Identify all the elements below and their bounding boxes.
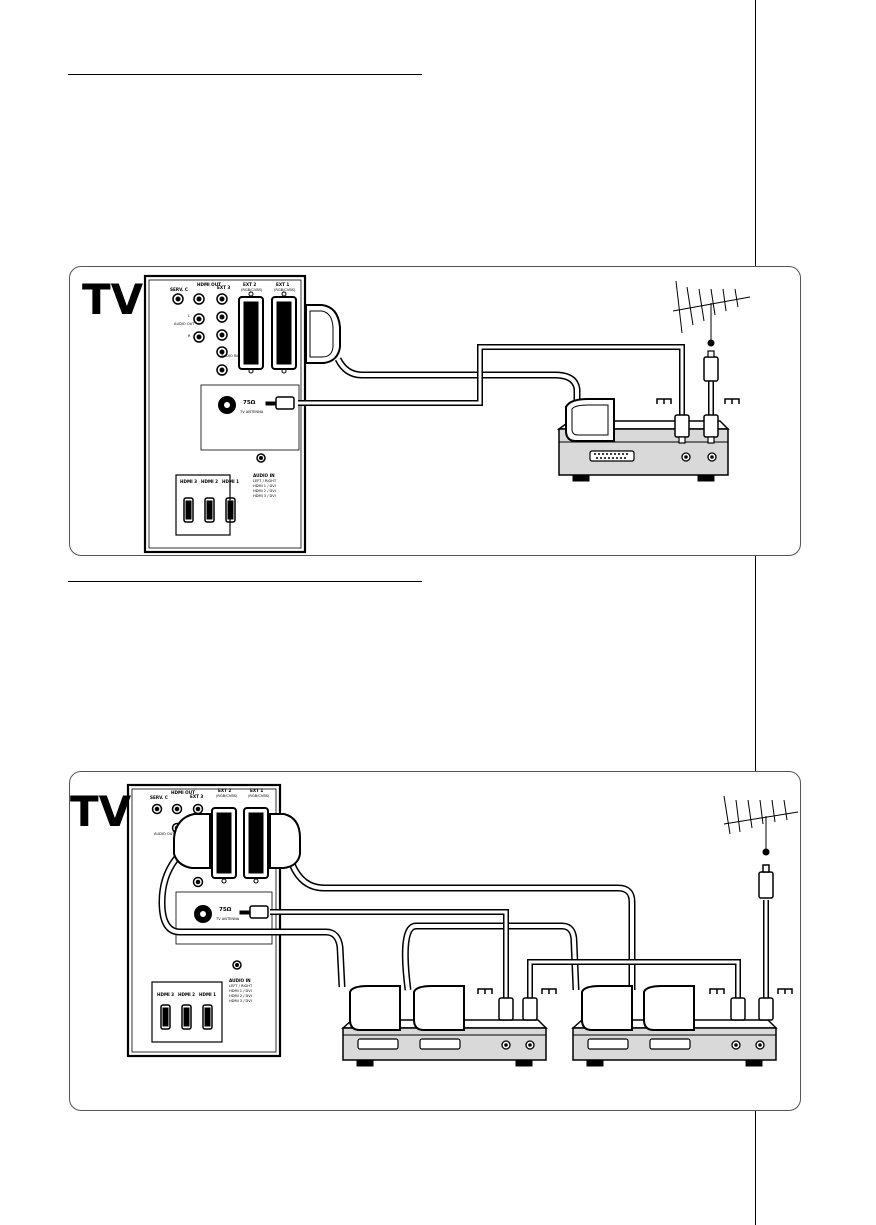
label-r: R bbox=[188, 334, 191, 338]
label-hdmi-out-2: HDMI OUT bbox=[171, 790, 195, 795]
scart-socket-ext2-2 bbox=[211, 807, 237, 884]
label-audio-in-2b-line-2: HDMI 1 / DVI bbox=[229, 989, 252, 993]
scart-socket-ext1 bbox=[271, 291, 297, 374]
hdmi-sockets-2 bbox=[160, 1004, 213, 1030]
label-ext1-sub-2: (RGB/CVBS) bbox=[248, 794, 270, 798]
label-audio-in-line-4: HDMI 3 / DVI bbox=[253, 494, 276, 498]
label-audio-out: AUDIO OUT bbox=[174, 322, 195, 326]
cable-scart-ext2 bbox=[158, 849, 346, 988]
label-svideo-2: SERV. C bbox=[150, 795, 168, 800]
coax-plugs-recorders bbox=[498, 864, 774, 1021]
scart-socket-ext1-2 bbox=[243, 807, 269, 884]
page-margin-line bbox=[755, 0, 756, 1225]
label-hdmi3: HDMI 3 bbox=[180, 479, 197, 484]
diagram-2-two-recorders: TV SERV. C HDMI OUT EXT 3 EXT 2 (RGB/CVB… bbox=[69, 771, 801, 1111]
coax-plug-recorder-in bbox=[703, 350, 719, 444]
label-l: L bbox=[188, 314, 190, 318]
rca-jacks-2 bbox=[151, 803, 242, 970]
label-audio-in-2b-line-3: HDMI 2 / DVI bbox=[229, 994, 252, 998]
antenna-symbol-right bbox=[724, 398, 740, 404]
scart-socket-ext2 bbox=[238, 291, 264, 374]
tv-rear-panel-2 bbox=[126, 783, 282, 1058]
label-audio-in-2: AUDIO IN bbox=[253, 473, 275, 478]
label-ext1: EXT 1 bbox=[276, 282, 289, 287]
label-audio-in: AUDIO IN bbox=[221, 354, 238, 358]
label-audio-in-2b-line-4: HDMI 3 / DVI bbox=[229, 999, 252, 1003]
label-audio-in-2b: AUDIO IN bbox=[229, 978, 251, 983]
tv-label-2: TV bbox=[70, 787, 132, 836]
coax-plug-tv-2 bbox=[239, 905, 269, 919]
label-ext1-2: EXT 1 bbox=[250, 788, 263, 793]
antenna-symbol-left bbox=[656, 398, 672, 404]
cable-scart-recorders bbox=[401, 922, 580, 991]
label-hdmi-out: HDMI OUT bbox=[197, 282, 221, 287]
coax-plug-tv bbox=[265, 396, 295, 410]
label-ext2-2: EXT 2 bbox=[218, 788, 231, 793]
cable-antenna-2 bbox=[270, 900, 769, 998]
recorder-device-2 bbox=[571, 1019, 778, 1067]
label-hdmi1: HDMI 1 bbox=[222, 479, 239, 484]
tv-label: TV bbox=[82, 275, 144, 324]
cable-antenna bbox=[298, 344, 685, 415]
scart-plugs-recorders bbox=[349, 985, 695, 1031]
label-ext2: EXT 2 bbox=[243, 282, 256, 287]
label-audio-in-line-2: HDMI 1 / DVI bbox=[253, 484, 276, 488]
coax-plug-recorder-out bbox=[674, 414, 690, 444]
label-ext2-sub: (RGB/CVBS) bbox=[241, 288, 263, 292]
antenna-socket-2 bbox=[194, 905, 212, 923]
aerial-icon-2 bbox=[723, 795, 799, 856]
label-audio-in-line-1: LEFT / RIGHT bbox=[253, 479, 277, 483]
scart-plug-tv-side bbox=[305, 304, 341, 364]
label-ext3: EXT 3 bbox=[217, 285, 230, 290]
aerial-icon bbox=[672, 280, 751, 347]
label-audio-in-line-3: HDMI 2 / DVI bbox=[253, 489, 276, 493]
tv-rear-panel bbox=[143, 274, 307, 554]
label-tv-antenna-2: TV ANTENNA bbox=[215, 917, 240, 921]
scart-plug-recorder bbox=[565, 398, 615, 442]
cable-scart-ext1 bbox=[288, 862, 636, 990]
hdmi-sockets bbox=[183, 497, 236, 523]
antenna-socket bbox=[218, 396, 236, 414]
label-tv-antenna: TV ANTENNA bbox=[239, 410, 264, 414]
label-hdmi2-2: HDMI 2 bbox=[178, 992, 195, 997]
label-ext3-2: EXT 3 bbox=[190, 794, 203, 799]
diagram-1-single-recorder: TV SERV. C HDMI OUT EXT 3 EXT 2 (RGB/CVB… bbox=[69, 266, 801, 556]
label-hdmi2: HDMI 2 bbox=[201, 479, 218, 484]
label-75ohm: 75Ω bbox=[243, 400, 256, 406]
scart-plugs-tv-side-2 bbox=[173, 813, 301, 869]
label-hdmi1-2: HDMI 1 bbox=[199, 992, 216, 997]
label-svideo: SERV. C bbox=[170, 287, 188, 292]
label-75ohm-2: 75Ω bbox=[219, 907, 232, 913]
section-rule-2 bbox=[68, 581, 422, 582]
label-hdmi3-2: HDMI 3 bbox=[157, 992, 174, 997]
label-ext2-sub-2: (RGB/CVBS) bbox=[216, 794, 238, 798]
antenna-symbols-2 bbox=[477, 988, 793, 994]
label-audio-in-2b-line-1: LEFT / RIGHT bbox=[229, 984, 253, 988]
label-ext1-sub: (RGB/CVBS) bbox=[274, 288, 296, 292]
section-rule-1 bbox=[68, 74, 422, 75]
cable-scart bbox=[334, 357, 581, 403]
rca-jacks bbox=[172, 293, 266, 463]
label-audio-out-2: AUDIO OUT bbox=[154, 832, 175, 836]
